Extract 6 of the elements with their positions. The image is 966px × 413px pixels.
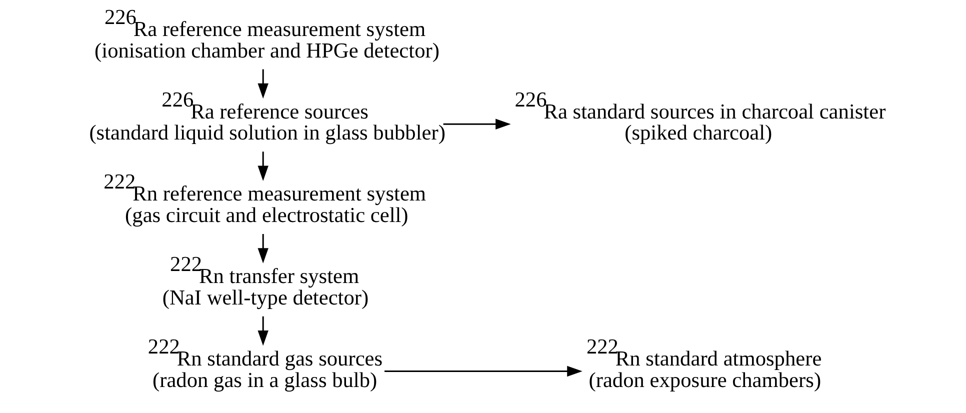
arrow [257, 316, 268, 346]
arrow [257, 152, 268, 181]
arrow [442, 118, 510, 130]
arrow [384, 366, 582, 377]
arrow [257, 234, 268, 264]
arrow [257, 69, 268, 99]
